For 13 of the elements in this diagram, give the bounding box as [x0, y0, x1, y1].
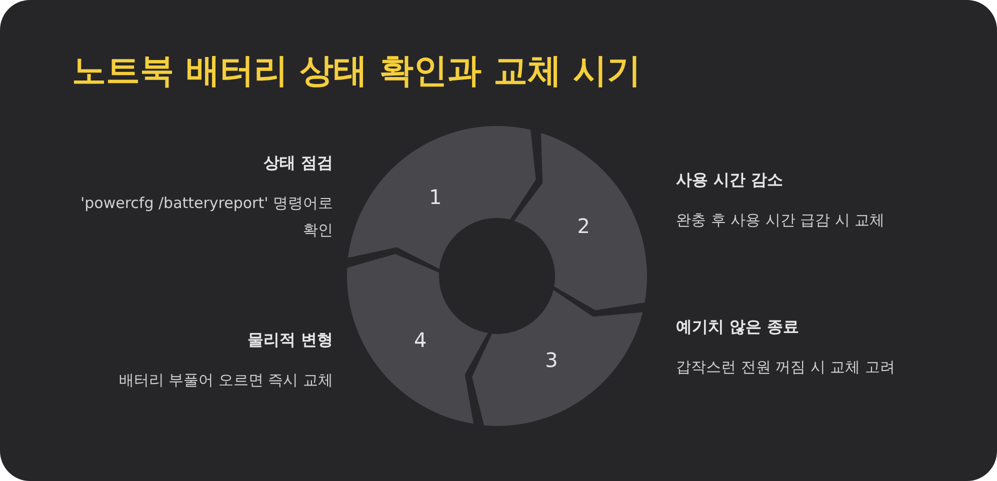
description-text: 'powercfg /batteryreport' 명령어로 확인 — [80, 193, 333, 241]
heading-text: 예기치 않은 종료 — [676, 317, 800, 338]
heading-text: 상태 점검 — [262, 153, 333, 174]
step-number: 3 — [545, 348, 558, 372]
step-number: 4 — [414, 328, 427, 352]
description-text: 완충 후 사용 시간 급감 시 교체 — [676, 210, 886, 231]
heading-text: 물리적 변형 — [246, 330, 333, 351]
description-text: 갑작스런 전원 꺼짐 시 교체 고려 — [676, 357, 896, 378]
heading-text: 사용 시간 감소 — [676, 170, 784, 191]
step-number: 1 — [429, 185, 442, 210]
title: 노트북 배터리 상태 확인과 교체 시기 — [72, 50, 642, 93]
description-text: 배터리 부풀어 오르면 즉시 교체 — [118, 370, 333, 391]
step-number: 2 — [577, 214, 590, 238]
